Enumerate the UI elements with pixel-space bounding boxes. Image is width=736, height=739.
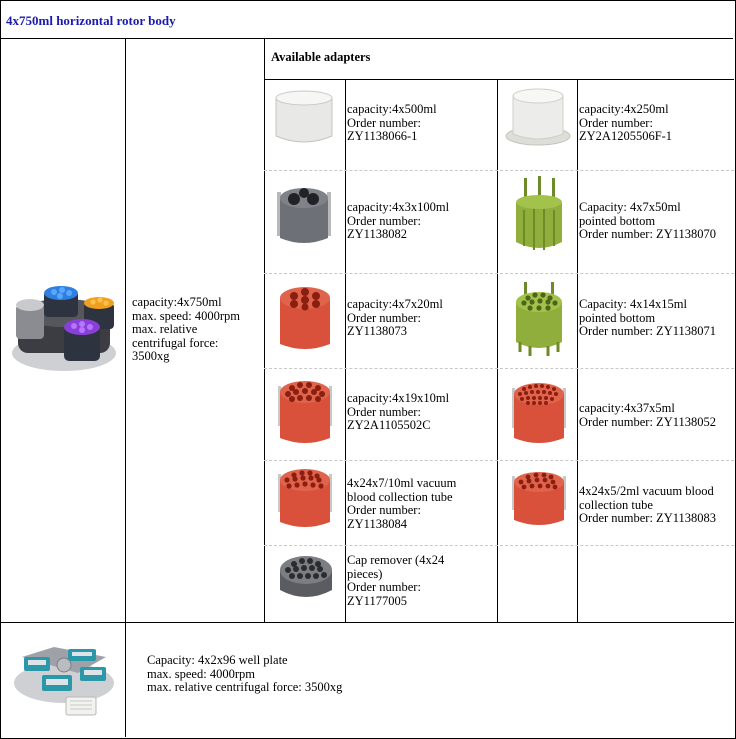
adapter-4x19x10ml-text: capacity:4x19x10ml Order number: ZY2A110… xyxy=(347,391,450,433)
red-7-hole-adapter-image xyxy=(280,287,330,349)
adapter-capacity: capacity:4x500ml xyxy=(347,102,437,116)
green-7-tube-rack-image xyxy=(516,176,562,250)
adapter-description: pointed bottom xyxy=(579,213,656,228)
row-divider xyxy=(264,460,734,461)
adapter-capacity: Capacity: 4x7x50ml xyxy=(579,200,681,214)
adapter-4x250ml-text: capacity:4x250ml Order number: ZY2A12055… xyxy=(579,102,673,144)
microplate-rotor-image xyxy=(14,647,114,716)
rotor-bucket-purple xyxy=(64,319,100,361)
adapter-description: pointed bottom xyxy=(579,310,656,325)
grid-line xyxy=(264,39,265,622)
rotor-bucket-blue xyxy=(44,286,78,317)
order-label: Order number: xyxy=(579,115,653,130)
grid-line xyxy=(577,79,578,622)
adapter-capacity: capacity:4x19x10ml xyxy=(347,391,450,405)
red-37-hole-adapter-image xyxy=(512,383,566,443)
spec-rcf-line3: 3500xg xyxy=(132,349,170,363)
adapter-4x24x7-10ml-text: 4x24x7/10ml vacuum blood collection tube… xyxy=(347,476,457,531)
grid-line xyxy=(1,622,734,623)
order-number: ZY1138082 xyxy=(347,227,407,241)
green-14-hole-adapter-image xyxy=(516,282,562,356)
adapter-4x7x50ml-text: Capacity: 4x7x50ml pointed bottom Order … xyxy=(579,200,717,242)
adapter-4x24x5-2ml-text: 4x24x5/2ml vacuum blood collection tube … xyxy=(579,484,717,526)
rotor-bucket-gray xyxy=(16,299,44,339)
spec-rcf-line1: max. relative xyxy=(132,322,198,336)
order-number: Order number: ZY1138070 xyxy=(579,227,717,241)
adapter-capacity: 4x24x7/10ml vacuum xyxy=(347,476,457,490)
order-number: ZY2A1105502C xyxy=(347,418,431,432)
row-divider xyxy=(264,170,734,171)
grid-line xyxy=(497,79,498,622)
order-number: ZY1138073 xyxy=(347,324,407,338)
row-divider xyxy=(264,545,734,546)
order-label: Order number: xyxy=(347,310,421,325)
cap-remover-text: Cap remover (4x24 pieces) Order number: … xyxy=(347,553,445,608)
spec-capacity: Capacity: 4x2x96 well plate xyxy=(147,653,288,667)
grid-line xyxy=(345,79,346,622)
adapter-capacity: capacity:4x37x5ml xyxy=(579,401,675,415)
cap-remover-image xyxy=(280,556,332,597)
adapter-capacity: capacity:4x250ml xyxy=(579,102,669,116)
adapter-capacity: capacity:4x7x20ml xyxy=(347,297,443,311)
order-number: ZY2A1205506F-1 xyxy=(579,129,673,143)
horizontal-rotor-image xyxy=(12,286,116,371)
spec-speed: max. speed: 4000rpm xyxy=(147,666,255,681)
order-number: ZY1138066-1 xyxy=(347,129,418,143)
grid-line xyxy=(264,79,734,80)
adapter-description: blood collection tube xyxy=(347,489,453,504)
order-label: Order number: xyxy=(347,213,421,228)
adapters-heading: Available adapters xyxy=(271,50,371,64)
adapter-name: Cap remover (4x24 xyxy=(347,553,445,567)
adapter-name-cont: pieces) xyxy=(347,566,383,581)
order-label: Order number: xyxy=(347,580,421,594)
spec-capacity: capacity:4x750ml xyxy=(132,295,222,309)
gray-3-hole-adapter-image xyxy=(277,188,331,243)
order-label: Order number: xyxy=(347,115,421,130)
adapter-4x14x15ml-text: Capacity: 4x14x15ml pointed bottom Order… xyxy=(579,297,717,339)
adapter-capacity: 4x24x5/2ml vacuum blood xyxy=(579,484,714,498)
adapter-description: collection tube xyxy=(579,497,653,512)
rotor-title: 4x750ml horizontal rotor body xyxy=(1,1,733,39)
rotor-specs: capacity:4x750ml max. speed: 4000rpm max… xyxy=(132,295,240,364)
adapter-4x3x100ml-text: capacity:4x3x100ml Order number: ZY11380… xyxy=(347,200,450,242)
order-label: Order number: xyxy=(347,404,421,419)
adapter-4x500ml-text: capacity:4x500ml Order number: ZY1138066… xyxy=(347,102,437,144)
adapter-4x7x20ml-text: capacity:4x7x20ml Order number: ZY113807… xyxy=(347,297,443,339)
order-label: Order number: xyxy=(347,503,421,517)
spec-speed: max. speed: 4000rpm xyxy=(132,308,240,323)
red-24-hole-small-adapter-image xyxy=(512,472,566,525)
white-flanged-adapter-image xyxy=(505,88,571,146)
adapter-capacity: capacity:4x3x100ml xyxy=(347,200,450,214)
red-19-hole-adapter-image xyxy=(278,381,332,443)
spec-rcf: max. relative centrifugal force: 3500xg xyxy=(147,680,343,694)
row-divider xyxy=(264,273,734,274)
white-cup-adapter-image xyxy=(275,90,333,143)
order-number: ZY1138084 xyxy=(347,516,407,531)
order-number: ZY1177005 xyxy=(347,593,407,608)
spec-rcf-line2: centrifugal force: xyxy=(132,335,219,350)
order-number: Order number: ZY1138052 xyxy=(579,414,717,429)
order-number: Order number: ZY1138083 xyxy=(579,511,717,525)
grid-line xyxy=(125,39,126,737)
order-number: Order number: ZY1138071 xyxy=(579,324,717,338)
adapter-4x37x5ml-text: capacity:4x37x5ml Order number: ZY113805… xyxy=(579,401,717,429)
red-24-hole-adapter-image xyxy=(278,469,332,527)
row-divider xyxy=(264,368,734,369)
adapter-capacity: Capacity: 4x14x15ml xyxy=(579,297,687,311)
microplate-rotor-specs: Capacity: 4x2x96 well plate max. speed: … xyxy=(147,653,343,695)
